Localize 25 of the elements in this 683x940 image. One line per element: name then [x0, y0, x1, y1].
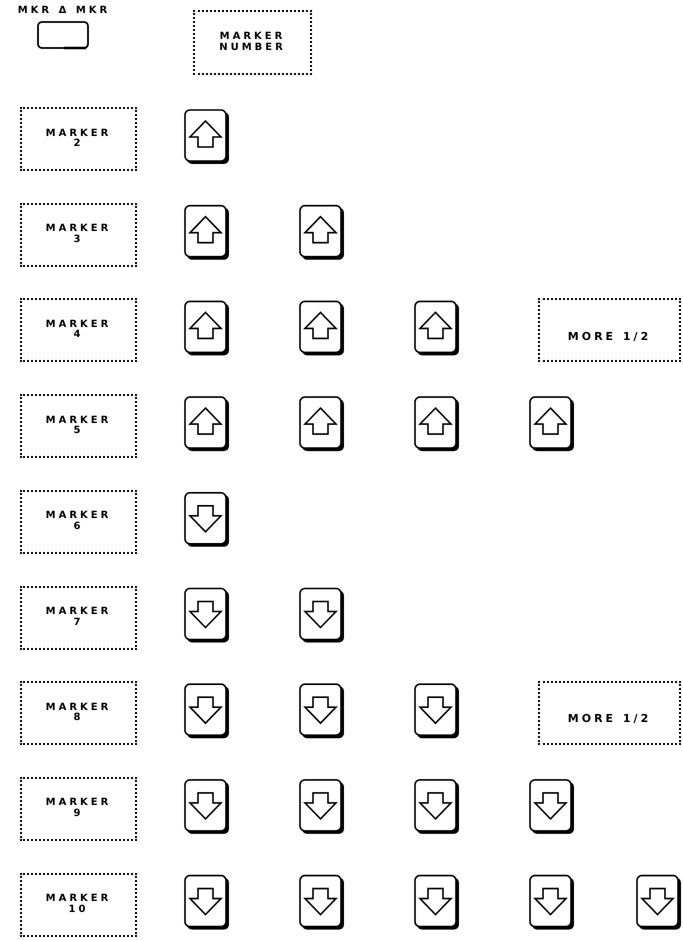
softkey-label: MARKER NUMBER [218, 32, 287, 53]
softkey-label-box [538, 681, 681, 746]
softkey-label-box [20, 586, 137, 650]
softkey-label: MORE 1/2 [566, 328, 652, 342]
softkey-label: MARKER 2 [44, 128, 112, 150]
softkey-label-box [20, 107, 137, 171]
softkey-label-box [20, 490, 137, 554]
softkey-label: MARKER 10 [44, 894, 112, 916]
softkey-label-box [193, 10, 312, 75]
softkey-label-box [20, 872, 137, 937]
softkey-label: MORE 1/2 [566, 711, 652, 725]
softkey-label-box [20, 298, 137, 362]
softkey-label-box [538, 298, 681, 362]
softkey-label-box [20, 394, 137, 458]
key-label: MKR Δ MKR [18, 6, 110, 16]
softkey-label-box [20, 681, 137, 746]
softkey-label: MARKER 7 [44, 607, 112, 628]
softkey-label: MARKER 9 [44, 798, 112, 820]
softkey-label-box [20, 776, 137, 841]
softkey-label: MARKER 8 [44, 702, 112, 724]
softkey-label: MARKER 6 [44, 511, 112, 532]
softkey-label: MARKER 3 [44, 224, 112, 246]
softkey-label-box [20, 202, 137, 267]
softkey-label: MARKER 5 [44, 416, 112, 437]
softkey-label: MARKER 4 [44, 320, 112, 341]
